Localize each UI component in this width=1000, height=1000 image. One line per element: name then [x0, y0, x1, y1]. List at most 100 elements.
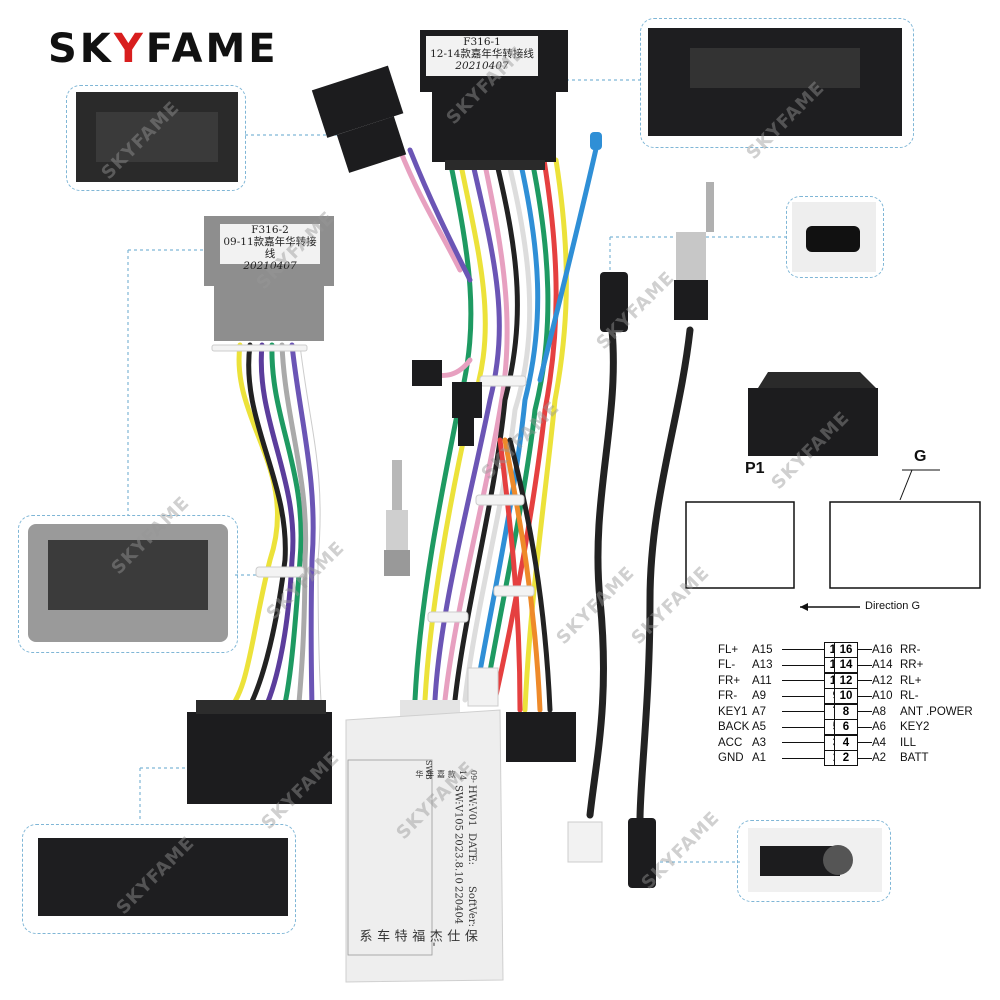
pin-row-right: 8 A8 ANT .POWER — [834, 703, 998, 720]
brand-accent-letter: Y — [113, 26, 146, 72]
pin-name: KEY2 — [900, 721, 930, 733]
pin-number: 4 — [834, 734, 858, 751]
pin-code: A3 — [752, 736, 767, 749]
harness-1-label-line3: 20210407 — [455, 60, 509, 73]
pin-name: RR+ — [900, 659, 924, 671]
inset-connector-top-left — [66, 85, 246, 191]
decoder-line2: SoftVer: 220404 — [452, 885, 477, 927]
harness-2-label-line2: 09-11款嘉年华转接线 — [223, 236, 317, 261]
pin-code: A6 — [872, 721, 887, 733]
pin-code: A15 — [752, 643, 773, 656]
pin-code: A10 — [872, 690, 893, 702]
pin-code: A14 — [872, 659, 893, 671]
pin-code: A12 — [872, 674, 893, 687]
decoder-line4: HW:V01 SW:V105 — [452, 784, 477, 831]
pin-name: ACC — [718, 736, 743, 749]
pin-name: BATT — [900, 752, 929, 764]
pin-number: 2 — [834, 750, 858, 766]
decoder-line3: DATE: 2023.8.10 — [452, 832, 477, 884]
pin-row-right: 12 A12 RL+ — [834, 672, 998, 689]
decoder-box-label: 保仕杰-福特车系 SoftVer: 220404 DATE: 2023.8.10… — [355, 770, 478, 950]
pin-name: BACK — [718, 721, 750, 733]
pin-lead — [858, 664, 872, 666]
antenna-adapter — [384, 460, 410, 576]
inset-grey-connector — [18, 515, 238, 653]
pin-number: 14 — [834, 657, 858, 673]
pin-name: GND — [718, 752, 744, 764]
harness-1-wires — [397, 137, 601, 713]
pin-lead — [782, 711, 824, 712]
pinout-table: FL+A1515FL-A1313FR+A1111FR-A99KEY1A77BAC… — [718, 641, 998, 772]
pin-row-right: 14 A14 RR+ — [834, 657, 998, 673]
pin-name: ANT .POWER — [900, 705, 973, 718]
antenna-connectors — [567, 182, 714, 888]
pin-lead — [782, 726, 824, 728]
pin-name: RL- — [900, 690, 919, 702]
pin-number: 16 — [834, 641, 858, 658]
pin-code: A4 — [872, 736, 887, 749]
pin-name: ILL — [900, 736, 916, 749]
pin-lead — [782, 680, 824, 681]
brand-logo: SKYFAME — [48, 26, 279, 72]
pin-row-right: 16 A16 RR- — [834, 641, 998, 658]
harness-2-connectors — [187, 216, 334, 804]
decoder-box-shape — [345, 700, 504, 983]
brand-text: SKYFAME — [48, 26, 279, 72]
inset-connector-top-right — [640, 18, 914, 148]
pin-name: FR- — [718, 690, 738, 702]
inset-shapes — [28, 28, 902, 916]
g-label: G — [914, 448, 927, 465]
pin-code: A11 — [752, 674, 772, 687]
pin-row-right: 4 A4 ILL — [834, 734, 998, 751]
harness-2-label-line3: 20210407 — [243, 260, 297, 273]
p1-label: P1 — [745, 460, 765, 477]
harness-1-label-line1: F316-1 — [463, 36, 501, 48]
pin-lead — [782, 664, 824, 666]
pin-name: KEY1 — [718, 705, 748, 718]
pin-code: A1 — [752, 752, 767, 764]
pin-code: A2 — [872, 752, 887, 764]
harness-1-connectors — [311, 30, 602, 762]
pin-code: A7 — [752, 705, 767, 718]
pin-code: A16 — [872, 643, 893, 656]
inset-fakra-connector — [737, 820, 891, 902]
pin-lead — [858, 695, 872, 697]
iso-connector-drawing — [685, 372, 981, 611]
pin-lead — [858, 649, 872, 650]
pin-lead — [858, 757, 872, 759]
cable-ties — [211, 344, 535, 623]
direction-g-label: Direction G — [865, 600, 921, 612]
pin-number: 10 — [834, 688, 858, 704]
harness-1-label-line2: 12-14款嘉年华转接线 — [430, 48, 534, 61]
pin-lead — [782, 742, 824, 743]
harness-2-wires — [222, 342, 324, 718]
pin-name: RL+ — [900, 674, 922, 687]
antenna-cables — [586, 326, 694, 824]
pin-number: 6 — [834, 719, 858, 735]
pin-code: A8 — [872, 705, 887, 718]
pin-row-right: 2 A2 BATT — [834, 750, 998, 766]
pin-number: 12 — [834, 672, 858, 689]
pin-code: A9 — [752, 690, 767, 702]
pin-row-right: 10 A10 RL- — [834, 688, 998, 704]
pin-lead — [858, 711, 872, 712]
pin-lead — [782, 649, 824, 650]
pin-name: RR- — [900, 643, 921, 656]
harness-2-label: F316-2 09-11款嘉年华转接线 20210407 — [220, 224, 320, 272]
pin-code: A13 — [752, 659, 773, 671]
pin-lead — [858, 726, 872, 728]
pin-code: A5 — [752, 721, 767, 733]
inset-black-connector — [22, 824, 296, 934]
pin-lead — [782, 757, 824, 759]
pin-name: FR+ — [718, 674, 741, 687]
pin-number: 8 — [834, 703, 858, 720]
decoder-line1: 保仕杰-福特车系 — [356, 928, 477, 947]
pin-row-right: 6 A6 KEY2 — [834, 719, 998, 735]
decoder-line6: SWB — [423, 760, 433, 780]
pin-lead — [858, 742, 872, 743]
pin-lead — [858, 680, 872, 681]
harness-1-label: F316-1 12-14款嘉年华转接线 20210407 — [426, 36, 538, 72]
pin-name: FL- — [718, 659, 736, 671]
pin-name: FL+ — [718, 643, 739, 656]
